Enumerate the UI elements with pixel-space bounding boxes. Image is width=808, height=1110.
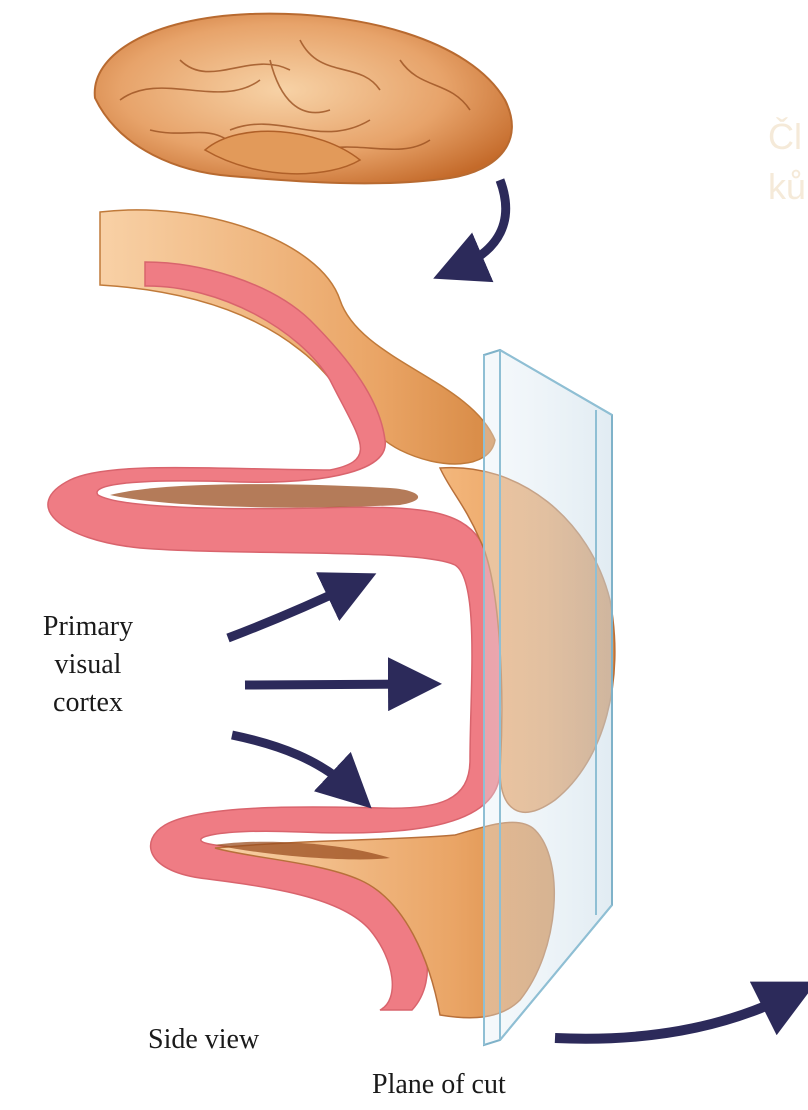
plane-of-cut-glass — [484, 350, 612, 1045]
faded-overlay-text: Čl ků — [768, 112, 806, 212]
plane-of-cut-label: Plane of cut — [372, 1071, 506, 1099]
curved-arrow-icon — [228, 585, 352, 638]
primary-visual-cortex-label-line: cortex — [8, 684, 168, 722]
primary-visual-cortex-label-line: Primary — [8, 608, 168, 646]
faded-overlay-line: ků — [768, 162, 806, 212]
primary-visual-cortex-label-line: visual — [8, 646, 168, 684]
side-view-label: Side view — [148, 1026, 259, 1054]
primary-visual-cortex-label: Primary visual cortex — [8, 608, 168, 722]
straight-arrow-icon — [245, 684, 415, 685]
sulcus-shadow-upper — [110, 484, 418, 507]
curved-arrow-icon — [555, 995, 790, 1039]
curved-arrow-icon — [232, 735, 352, 790]
faded-overlay-line: Čl — [768, 112, 806, 162]
curved-arrow-icon — [458, 180, 506, 268]
brain-icon — [95, 14, 512, 184]
